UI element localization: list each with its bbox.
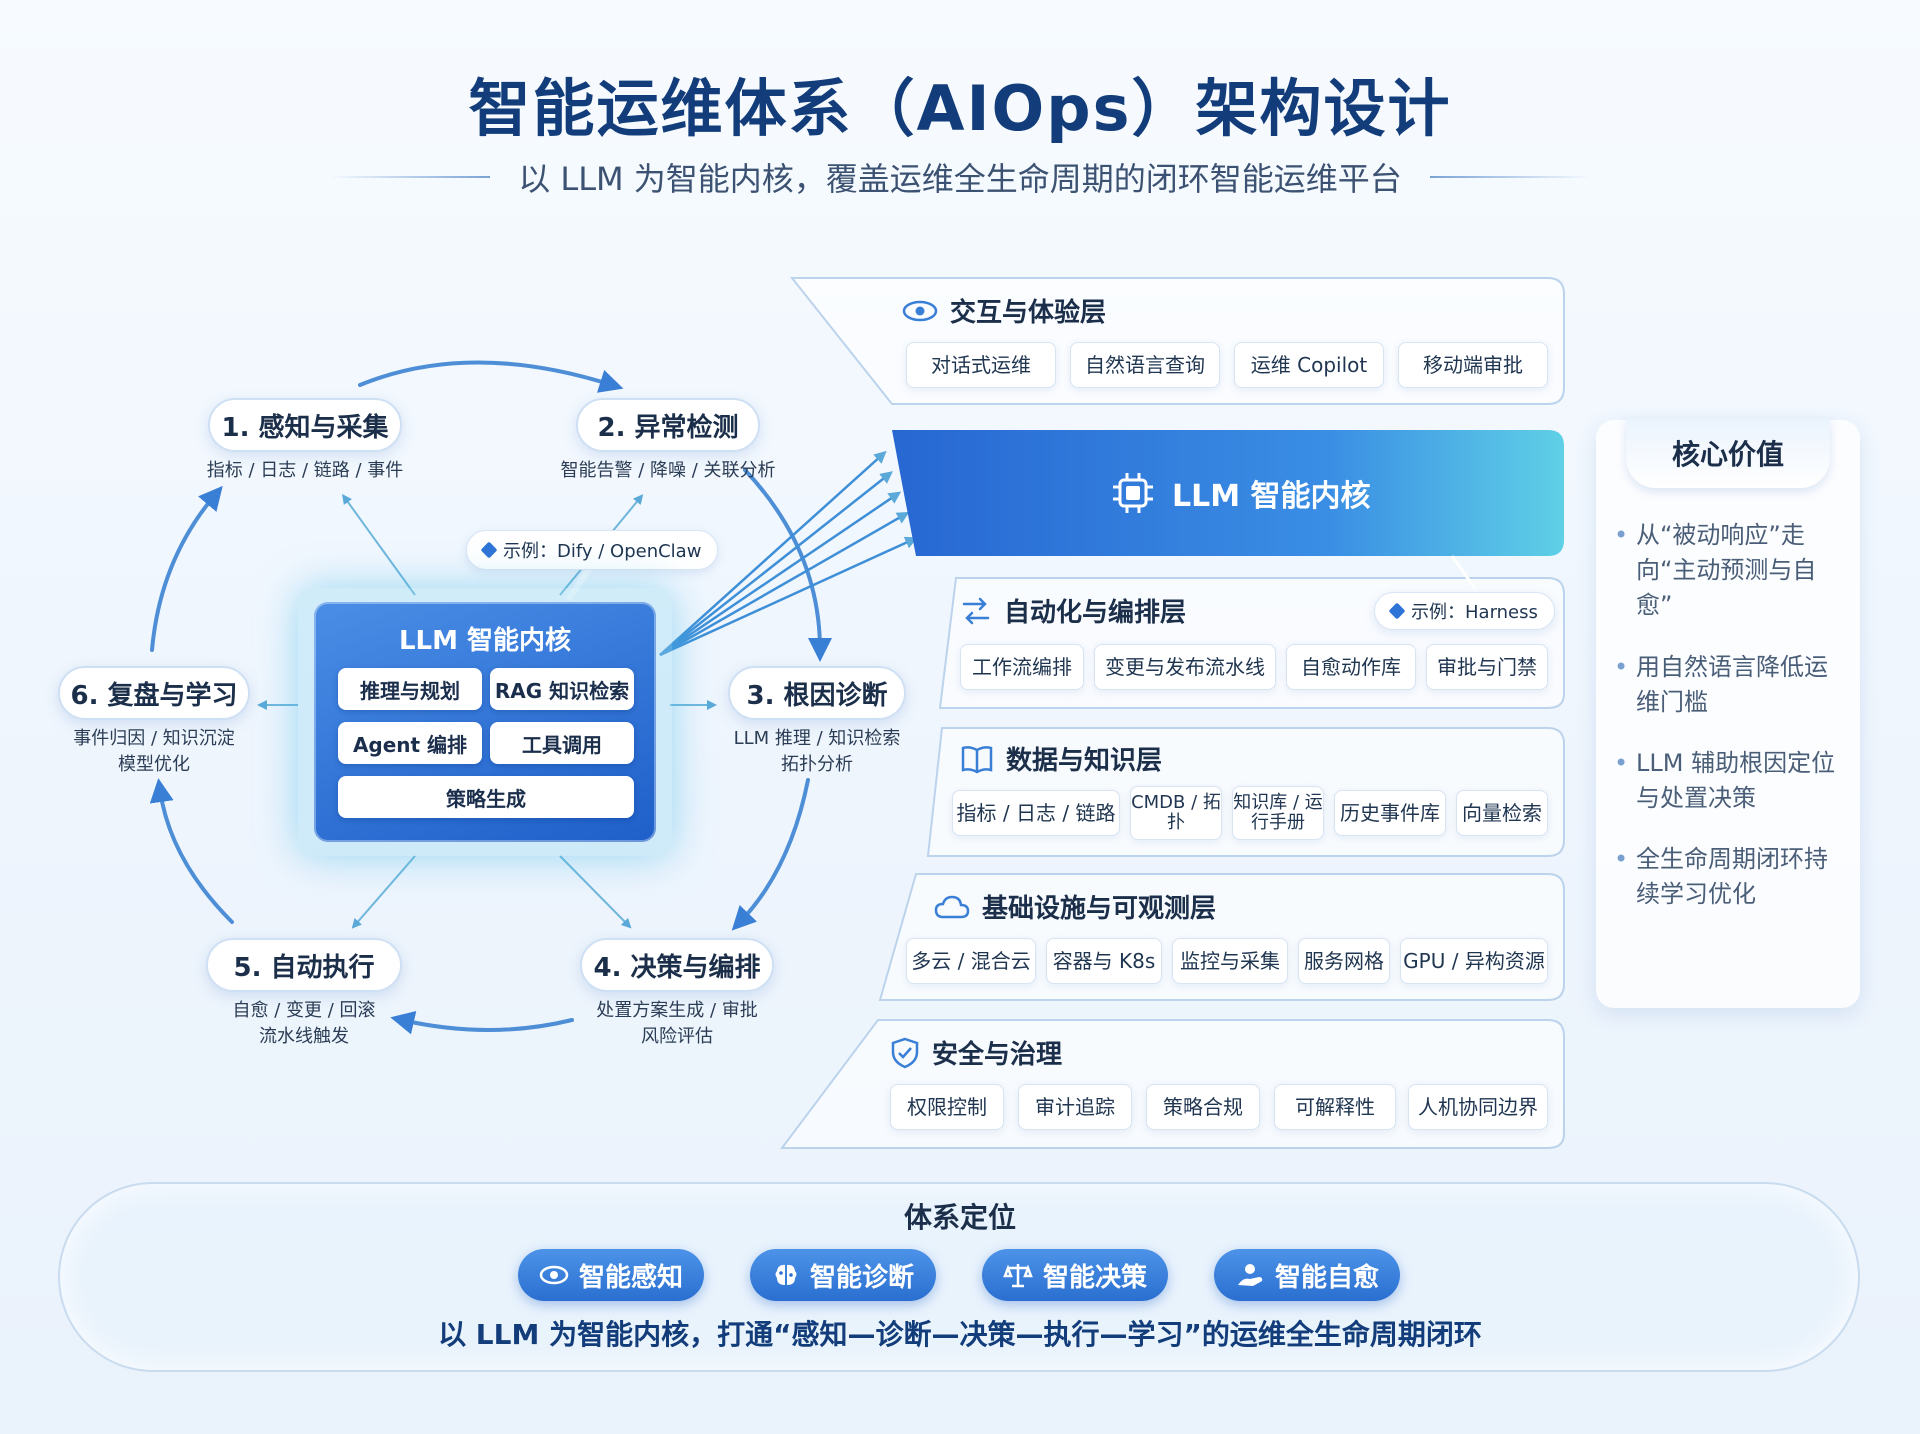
chip-ops-copilot[interactable]: 运维 Copilot bbox=[1234, 342, 1384, 388]
cycle-node-rootcause-sub-2: 拓扑分析 bbox=[781, 754, 853, 775]
cycle-node-decision-sub-1: 处置方案生成 / 审批 bbox=[596, 1000, 758, 1021]
core-value-item: •用自然语言降低运维门槛 bbox=[1614, 653, 1828, 716]
shield-icon bbox=[891, 1037, 919, 1068]
cycle-node-review-sub-2: 模型优化 bbox=[118, 754, 190, 775]
cycle-node-decision[interactable]: 4. 决策与编排 bbox=[580, 938, 774, 992]
scale-icon bbox=[1003, 1264, 1033, 1288]
chip-self-heal-library[interactable]: 自愈动作库 bbox=[1286, 644, 1416, 690]
chip-mobile-approval[interactable]: 移动端审批 bbox=[1398, 342, 1548, 388]
core-item-agent[interactable]: Agent 编排 bbox=[338, 722, 482, 764]
core-value-card bbox=[1596, 420, 1860, 1008]
cycle-node-execute-sub-2: 流水线触发 bbox=[259, 1026, 349, 1047]
cycle-node-perception-sub: 指标 / 日志 / 链路 / 事件 bbox=[206, 460, 404, 481]
chip-workflow[interactable]: 工作流编排 bbox=[960, 644, 1084, 690]
positioning-summary: 以 LLM 为智能内核，打通“感知—诊断—决策—执行—学习”的运维全生命周期闭环 bbox=[438, 1318, 1482, 1351]
core-value-item: •从“被动响应”走向“主动预测与自愈” bbox=[1614, 521, 1817, 619]
cycle-node-anomaly-sub: 智能告警 / 降噪 / 关联分析 bbox=[560, 460, 776, 481]
core-value-item: •LLM 辅助根因定位与处置决策 bbox=[1614, 749, 1836, 812]
chip-monitoring[interactable]: 监控与采集 bbox=[1172, 938, 1288, 984]
chip-human-ai-boundary[interactable]: 人机协同边界 bbox=[1408, 1084, 1548, 1130]
chip-explainability[interactable]: 可解释性 bbox=[1274, 1084, 1396, 1130]
tag-icon bbox=[1388, 602, 1406, 620]
core-value-item: •全生命周期闭环持续学习优化 bbox=[1614, 845, 1828, 908]
eye-icon bbox=[902, 300, 938, 321]
cycle-node-anomaly[interactable]: 2. 异常检测 bbox=[576, 398, 760, 452]
positioning-title: 体系定位 bbox=[903, 1201, 1016, 1234]
eye-icon bbox=[539, 1265, 569, 1285]
pill-smart-diagnosis[interactable]: 智能诊断 bbox=[750, 1249, 936, 1301]
cycle-node-review-sub-1: 事件归因 / 知识沉淀 bbox=[73, 728, 235, 749]
chip-cmdb-topology[interactable]: CMDB / 拓扑 bbox=[1130, 786, 1222, 840]
core-item-tools[interactable]: 工具调用 bbox=[490, 722, 634, 764]
example-tag-harness: 示例：Harness bbox=[1374, 592, 1555, 630]
chip-policy-compliance[interactable]: 策略合规 bbox=[1146, 1084, 1260, 1130]
core-value-title: 核心价值 bbox=[1626, 418, 1830, 488]
example-tag-dify: 示例：Dify / OpenClaw bbox=[466, 530, 719, 570]
chip-icon bbox=[1113, 473, 1153, 513]
subtitle-line-left bbox=[330, 176, 490, 178]
core-item-rag[interactable]: RAG 知识检索 bbox=[490, 668, 634, 710]
cycle-node-decision-sub-2: 风险评估 bbox=[641, 1026, 713, 1047]
chip-multicloud[interactable]: 多云 / 混合云 bbox=[906, 938, 1036, 984]
core-item-reasoning[interactable]: 推理与规划 bbox=[338, 668, 482, 710]
chip-gpu[interactable]: GPU / 异构资源 bbox=[1400, 938, 1548, 984]
cycle-node-review[interactable]: 6. 复盘与学习 bbox=[58, 666, 250, 720]
llm-core-title: LLM 智能内核 bbox=[398, 626, 572, 656]
layer-automation-title: 自动化与编排层 bbox=[960, 592, 1186, 629]
chip-conversational-ops[interactable]: 对话式运维 bbox=[906, 342, 1056, 388]
chip-nl-query[interactable]: 自然语言查询 bbox=[1070, 342, 1220, 388]
cycle-node-rootcause[interactable]: 3. 根因诊断 bbox=[728, 666, 906, 720]
cloud-icon bbox=[934, 895, 970, 918]
pill-smart-self-heal[interactable]: 智能自愈 bbox=[1214, 1249, 1400, 1301]
chip-history-events[interactable]: 历史事件库 bbox=[1334, 790, 1446, 836]
book-icon bbox=[961, 745, 993, 773]
page-title: 智能运维体系（AIOps）架构设计 bbox=[468, 72, 1452, 145]
layer-infra-title: 基础设施与可观测层 bbox=[934, 888, 1216, 925]
chip-audit-trail[interactable]: 审计追踪 bbox=[1018, 1084, 1132, 1130]
cycle-node-perception[interactable]: 1. 感知与采集 bbox=[208, 398, 402, 452]
chip-release-pipeline[interactable]: 变更与发布流水线 bbox=[1094, 644, 1276, 690]
chip-vector-search[interactable]: 向量检索 bbox=[1456, 790, 1548, 836]
chip-k8s[interactable]: 容器与 K8s bbox=[1046, 938, 1162, 984]
pill-smart-decision[interactable]: 智能决策 bbox=[982, 1249, 1168, 1301]
llm-banner[interactable]: LLM 智能内核 bbox=[1110, 470, 1371, 516]
pill-smart-perception[interactable]: 智能感知 bbox=[518, 1249, 704, 1301]
layer-security-title: 安全与治理 bbox=[890, 1034, 1062, 1071]
chip-approval-gate[interactable]: 审批与门禁 bbox=[1426, 644, 1548, 690]
subtitle: 以 LLM 为智能内核，覆盖运维全生命周期的闭环智能运维平台 bbox=[518, 160, 1402, 198]
chip-knowledge-runbook[interactable]: 知识库 / 运行手册 bbox=[1232, 786, 1324, 840]
cycle-node-execute-sub-1: 自愈 / 变更 / 回滚 bbox=[232, 1000, 376, 1021]
flow-icon bbox=[962, 597, 990, 624]
heal-icon bbox=[1237, 1264, 1263, 1286]
core-item-strategy[interactable]: 策略生成 bbox=[338, 776, 634, 818]
positioning-panel bbox=[58, 1182, 1860, 1372]
chip-service-mesh[interactable]: 服务网格 bbox=[1298, 938, 1390, 984]
chip-access-control[interactable]: 权限控制 bbox=[890, 1084, 1004, 1130]
chip-metrics-logs-traces[interactable]: 指标 / 日志 / 链路 bbox=[952, 790, 1120, 836]
cycle-node-rootcause-sub-1: LLM 推理 / 知识检索 bbox=[733, 728, 901, 749]
layer-interaction-title: 交互与体验层 bbox=[902, 292, 1106, 329]
brain-icon bbox=[775, 1264, 797, 1285]
cycle-node-execute[interactable]: 5. 自动执行 bbox=[206, 938, 402, 992]
layer-data-title: 数据与知识层 bbox=[960, 740, 1162, 777]
